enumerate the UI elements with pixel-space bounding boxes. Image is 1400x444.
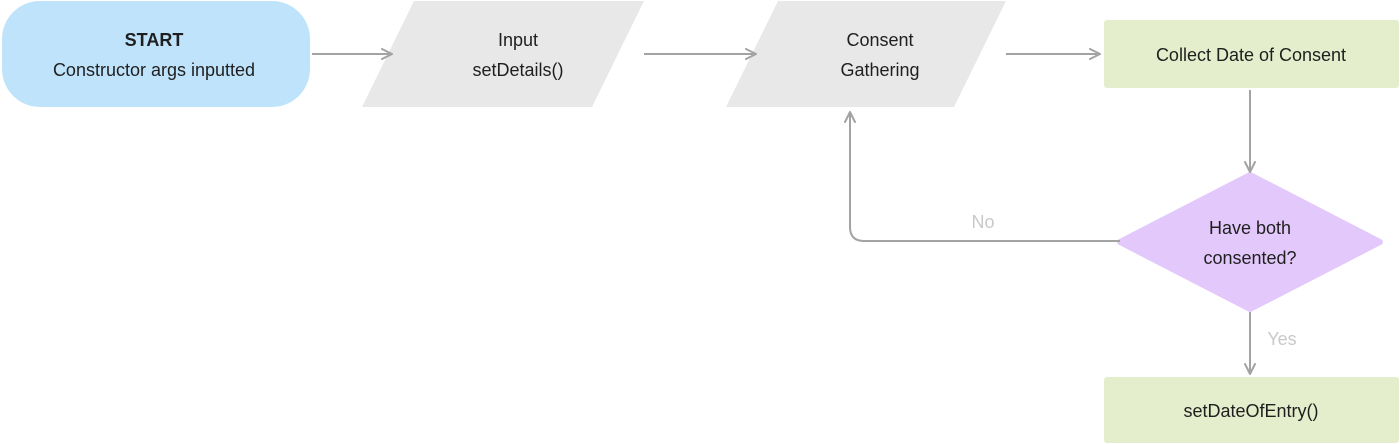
start-node-shape: [2, 1, 310, 107]
collect-date-node-shape: [1104, 20, 1399, 88]
set-date-entry-node-label: setDateOfEntry(): [1183, 401, 1318, 421]
arrow-decision-no-loop: [844, 111, 1120, 242]
set-date-entry-node: setDateOfEntry(): [1104, 377, 1399, 443]
collect-date-node: Collect Date of Consent: [1104, 20, 1399, 88]
input-node-line1: Input: [498, 30, 538, 50]
input-node: Input setDetails(): [362, 1, 644, 107]
consent-gathering-node: Consent Gathering: [726, 1, 1006, 107]
consent-gathering-node-shape: [726, 1, 1006, 107]
input-node-shape: [362, 1, 644, 107]
start-node: START Constructor args inputted: [2, 1, 310, 107]
collect-date-node-label: Collect Date of Consent: [1156, 45, 1346, 65]
consent-gathering-node-line1: Consent: [846, 30, 913, 50]
decision-node-line1: Have both: [1209, 218, 1291, 238]
decision-node-line2: consented?: [1203, 248, 1296, 268]
set-date-entry-node-shape: [1104, 377, 1399, 443]
start-node-subtitle: Constructor args inputted: [53, 60, 255, 80]
edge-label-yes: Yes: [1267, 329, 1296, 349]
input-node-line2: setDetails(): [472, 60, 563, 80]
edge-label-no: No: [971, 212, 994, 232]
decision-node: Have both consented?: [1117, 172, 1383, 312]
decision-node-shape: [1117, 172, 1383, 312]
consent-gathering-node-line2: Gathering: [840, 60, 919, 80]
start-node-title: START: [125, 30, 184, 50]
